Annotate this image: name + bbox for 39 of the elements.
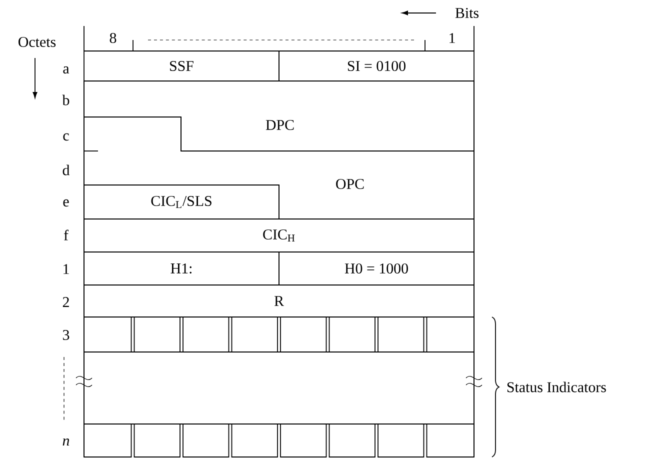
field-box: DPC [84, 80, 474, 152]
label: 3 [63, 330, 70, 340]
status-cell [134, 316, 180, 352]
field-box: H0 = 1000 [278, 252, 474, 286]
status-cell [426, 316, 474, 352]
label: Bits [455, 8, 478, 18]
label: 8 [110, 32, 116, 44]
label: e [63, 199, 69, 207]
status-cell [84, 316, 132, 352]
label: d [62, 164, 70, 176]
status-cell [182, 424, 230, 458]
status-cell [280, 424, 327, 458]
status-cell [231, 316, 278, 352]
label: n [62, 438, 70, 446]
label: a [63, 66, 70, 74]
status-cell [378, 424, 424, 458]
status-cell [280, 316, 327, 352]
label: f [64, 230, 68, 240]
status-cell [328, 424, 376, 458]
status-cell [328, 316, 376, 352]
field-box: SSF [84, 50, 280, 82]
field-box: H1: [84, 252, 280, 286]
status-cell [134, 424, 180, 458]
status-cell [84, 424, 132, 458]
status-cell [182, 316, 230, 352]
label: 1 [64, 264, 69, 274]
label: c [63, 133, 69, 141]
field-box: CIC$_{L}$/SLS [84, 184, 280, 220]
label: 1 [450, 33, 455, 43]
label: 2 [62, 297, 69, 307]
status-cell [231, 424, 278, 458]
label: Status Indicators [507, 382, 606, 392]
status-cell [426, 424, 474, 458]
field-box: CIC$_{H}$ [84, 218, 474, 252]
label: b [62, 94, 70, 106]
field-box: SI = 0100 [278, 50, 474, 82]
field-box: R [84, 284, 474, 318]
status-cell [378, 316, 424, 352]
label: Octets [18, 36, 56, 47]
